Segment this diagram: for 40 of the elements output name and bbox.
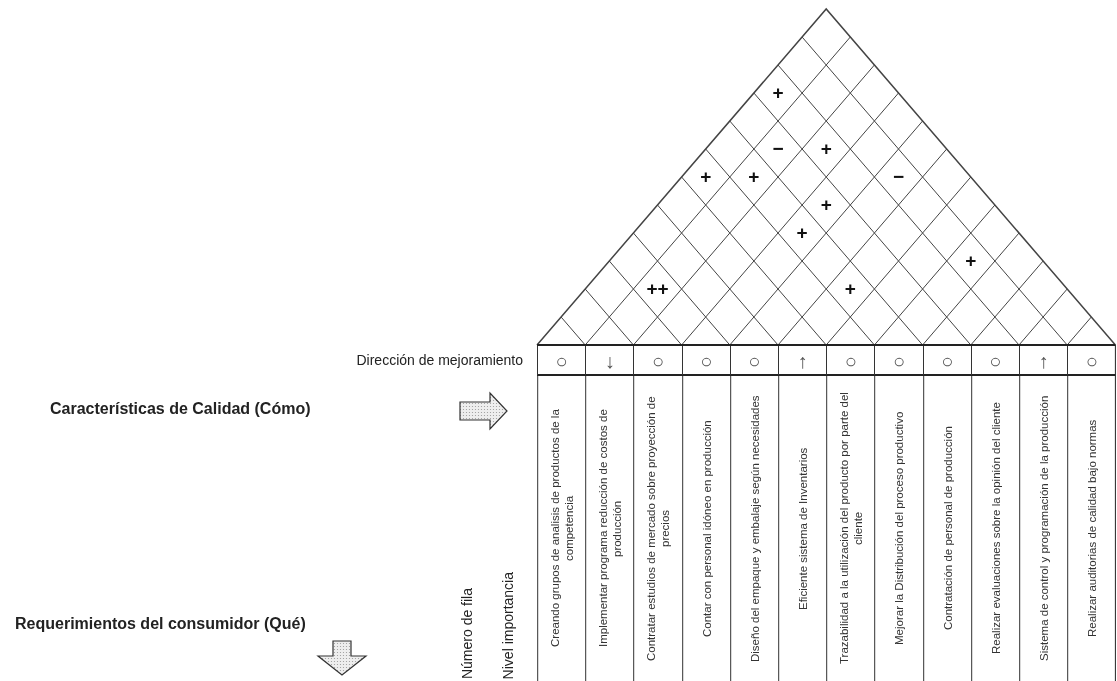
column-header: Realizar evaluaciones sobre la opinión del cliente bbox=[970, 376, 1019, 681]
section-heading: Requerimientos del consumidor (Qué) bbox=[15, 615, 306, 633]
column-header: Eficiente sistema de Inventarios bbox=[778, 376, 827, 681]
row-label: Dirección de mejoramiento bbox=[356, 352, 523, 368]
column-header: Trazabilidad a la utilización del producto por parte del cliente bbox=[826, 376, 875, 681]
correlation-symbol: − bbox=[772, 139, 784, 159]
direction-cell: ○ bbox=[537, 346, 586, 375]
direction-cell: ○ bbox=[681, 346, 730, 375]
correlation-symbol: + bbox=[748, 167, 760, 187]
correlation-symbol: + bbox=[700, 167, 712, 187]
direction-cell: ○ bbox=[826, 346, 875, 375]
correlation-symbol: + bbox=[772, 83, 784, 103]
direction-cell: ↑ bbox=[778, 346, 827, 375]
correlation-symbol: + bbox=[820, 195, 832, 215]
correlation-symbol: + bbox=[796, 223, 808, 243]
correlation-symbol: + bbox=[820, 139, 832, 159]
correlation-symbol: + bbox=[965, 251, 977, 271]
column-header: Contratar estudios de mercado sobre proyección de precios bbox=[633, 376, 682, 681]
correlation-symbol: − bbox=[892, 167, 905, 187]
direction-cell: ↓ bbox=[585, 346, 634, 375]
axis-label: Nivel importancia bbox=[500, 571, 516, 679]
correlation-symbol: + bbox=[844, 279, 856, 299]
direction-cell: ○ bbox=[633, 346, 682, 375]
direction-cell: ○ bbox=[729, 346, 778, 375]
direction-cell: ○ bbox=[922, 346, 971, 375]
column-header: Realizar auditorias de calidad bajo normas bbox=[1067, 376, 1116, 681]
column-header: Diseño del empaque y embalaje según necesidades bbox=[729, 376, 778, 681]
column-header: Mejorar la Distribución del proceso productivo bbox=[874, 376, 923, 681]
direction-cell: ○ bbox=[1067, 346, 1116, 375]
section-heading: Características de Calidad (Cómo) bbox=[50, 400, 311, 418]
correlation-symbol: ++ bbox=[646, 279, 669, 299]
column-header: Contar con personal idóneo en producción bbox=[681, 376, 730, 681]
direction-cell: ○ bbox=[874, 346, 923, 375]
direction-cell: ↑ bbox=[1019, 346, 1068, 375]
column-header: Sistema de control y programación de la producción bbox=[1019, 376, 1068, 681]
column-header: Creando grupos de analisis de productos de la competencia bbox=[537, 376, 586, 681]
axis-label: Número de fila bbox=[459, 587, 475, 679]
column-header: Contratación de personal de producción bbox=[922, 376, 971, 681]
direction-cell: ○ bbox=[970, 346, 1019, 375]
column-header: Implementar programa reducción de costos de producción bbox=[585, 376, 634, 681]
